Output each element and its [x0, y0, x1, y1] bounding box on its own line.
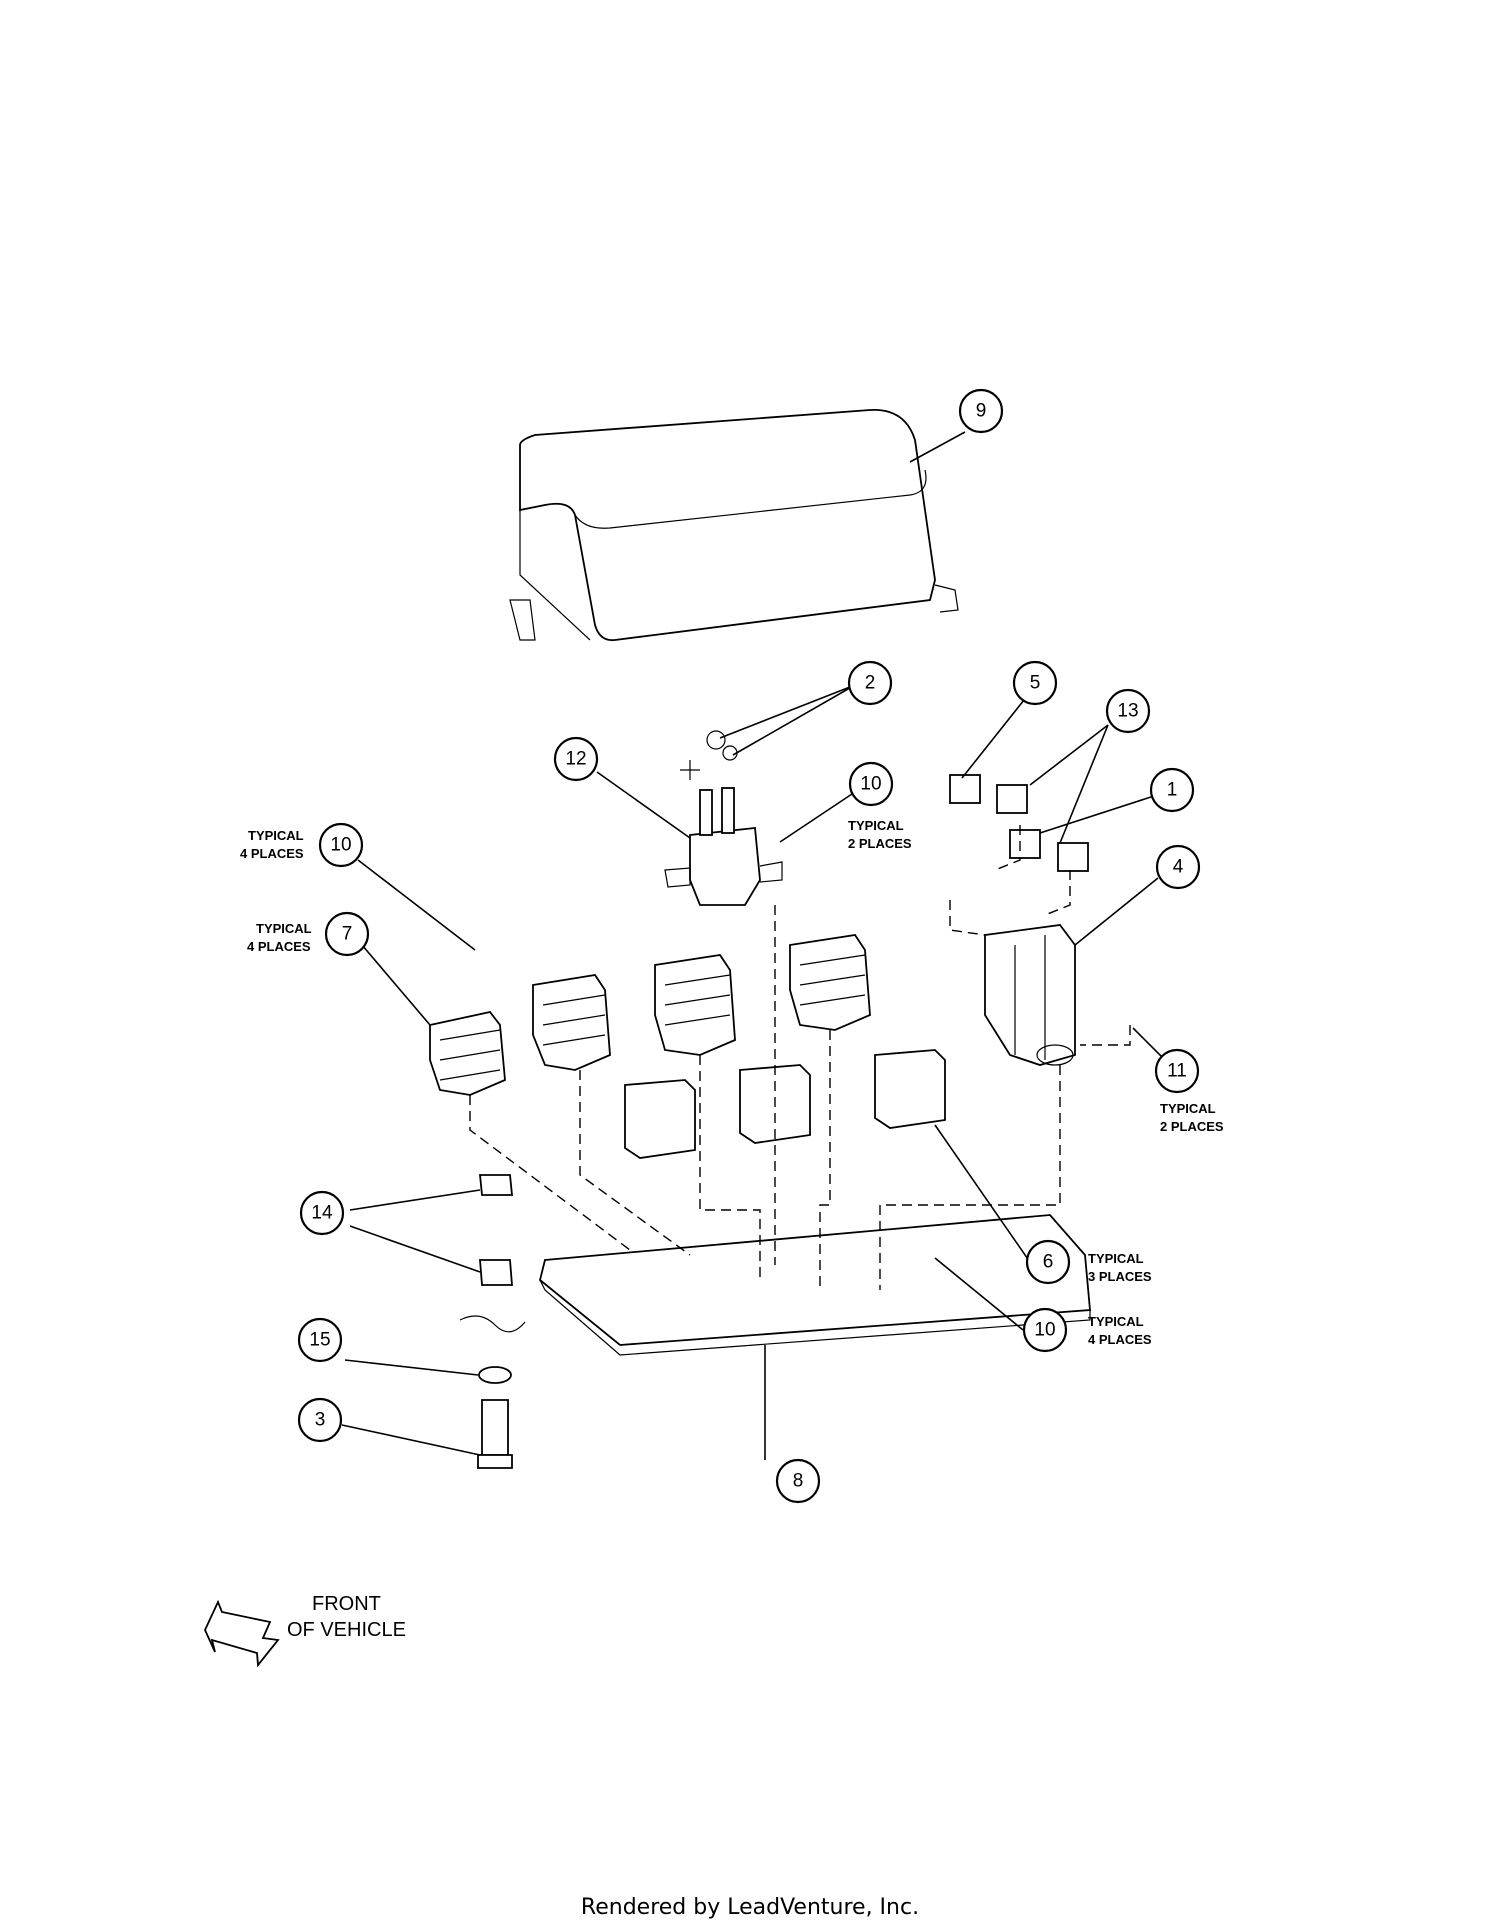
callout-5: 5	[1012, 660, 1058, 706]
callout-10-left: 10	[318, 822, 364, 868]
callout-13: 13	[1105, 688, 1151, 734]
callout-2: 2	[847, 660, 893, 706]
callout-8: 8	[775, 1458, 821, 1504]
callout-4: 4	[1155, 844, 1201, 890]
callout-10-top: 10	[848, 761, 894, 807]
svg-text:TYPICAL: TYPICAL	[248, 828, 304, 843]
svg-text:2 PLACES: 2 PLACES	[1160, 1119, 1224, 1134]
note-typical-4-places-bottom: TYPICAL 4 PLACES	[1088, 1314, 1152, 1347]
svg-text:5: 5	[1030, 673, 1041, 694]
callout-6: 6	[1025, 1239, 1071, 1285]
svg-text:9: 9	[976, 401, 987, 422]
callout-11: 11	[1154, 1048, 1200, 1094]
note-typical-2-places-breaker: TYPICAL 2 PLACES	[848, 818, 912, 851]
callout-14: 14	[299, 1190, 345, 1236]
cover-part	[509, 409, 959, 642]
front-of-vehicle-arrow-icon	[204, 1599, 280, 1668]
svg-text:2: 2	[865, 673, 876, 694]
front-label-line2: OF VEHICLE	[287, 1619, 406, 1641]
svg-text:13: 13	[1117, 701, 1138, 722]
svg-text:TYPICAL: TYPICAL	[848, 818, 904, 833]
svg-text:14: 14	[311, 1203, 333, 1224]
callout-3: 3	[297, 1397, 343, 1443]
callout-9: 9	[958, 388, 1004, 434]
svg-text:12: 12	[565, 749, 586, 770]
svg-text:10: 10	[860, 774, 881, 795]
svg-text:6: 6	[1043, 1252, 1054, 1273]
svg-text:10: 10	[1034, 1320, 1055, 1341]
callout-7: 7	[324, 911, 370, 957]
relay-cube-1	[624, 1079, 696, 1159]
fuse-13b	[1057, 842, 1089, 872]
svg-text:3: 3	[315, 1410, 326, 1431]
svg-text:TYPICAL: TYPICAL	[1160, 1101, 1216, 1116]
svg-text:4: 4	[1173, 857, 1184, 878]
svg-text:TYPICAL: TYPICAL	[1088, 1314, 1144, 1329]
svg-text:4 PLACES: 4 PLACES	[247, 939, 311, 954]
svg-text:11: 11	[1167, 1061, 1187, 1082]
base-plate-part	[538, 1214, 1091, 1356]
svg-text:TYPICAL: TYPICAL	[256, 921, 312, 936]
fuse-5	[949, 774, 981, 804]
svg-text:TYPICAL: TYPICAL	[1088, 1251, 1144, 1266]
relay-block-2	[532, 974, 611, 1071]
footer-credit: Rendered by LeadVenture, Inc.	[580, 1895, 920, 1920]
leader-lines	[341, 431, 1166, 1460]
stud-hardware	[459, 1174, 526, 1469]
callout-10-bottom: 10	[1022, 1307, 1068, 1353]
svg-text:4 PLACES: 4 PLACES	[240, 846, 304, 861]
callout-15: 15	[297, 1317, 343, 1363]
svg-text:2 PLACES: 2 PLACES	[848, 836, 912, 851]
relay-cube-3	[874, 1049, 946, 1129]
note-typical-4-places-top: TYPICAL 4 PLACES	[240, 828, 304, 861]
svg-text:3 PLACES: 3 PLACES	[1088, 1269, 1152, 1284]
svg-text:8: 8	[793, 1471, 804, 1492]
fuse-13a	[996, 784, 1028, 814]
svg-text:10: 10	[330, 835, 351, 856]
note-typical-3-places: TYPICAL 3 PLACES	[1088, 1251, 1152, 1284]
note-typical-2-places-pins: TYPICAL 2 PLACES	[1160, 1101, 1224, 1134]
fuse-1	[1009, 829, 1041, 859]
svg-text:1: 1	[1167, 780, 1178, 801]
front-label-line1: FRONT	[312, 1593, 381, 1615]
callout-1: 1	[1149, 767, 1195, 813]
note-typical-4-places-mid: TYPICAL 4 PLACES	[247, 921, 312, 954]
relay-block-1	[429, 1010, 506, 1096]
svg-text:15: 15	[309, 1330, 330, 1351]
svg-text:4 PLACES: 4 PLACES	[1088, 1332, 1152, 1347]
circuit-breaker-part	[664, 730, 783, 906]
svg-text:7: 7	[342, 924, 353, 945]
relay-block-3	[654, 954, 736, 1056]
relay-block-4	[789, 934, 871, 1031]
fuse-holder-part	[984, 924, 1076, 1066]
assembly-lines	[469, 825, 1131, 1290]
callout-12: 12	[553, 736, 599, 782]
